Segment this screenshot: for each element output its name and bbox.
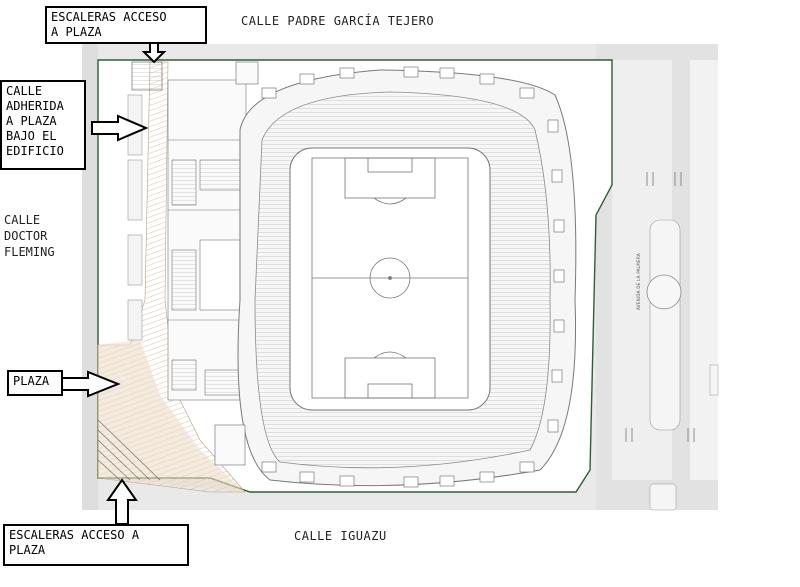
callout-top-stairs-line-2: A PLAZA [51,25,102,39]
corner-structures [214,61,259,466]
callout-bottom-stairs-line-1: ESCALERAS ACCESO A [9,528,140,542]
street-west-label: CALLE DOCTOR FLEMING [4,212,55,260]
roundabout [646,274,682,310]
street-west-line-2: DOCTOR [4,229,48,243]
kiosk [709,364,719,396]
callout-bottom-stairs-line-2: PLAZA [9,543,46,557]
callout-street-under-building: CALLE ADHERIDA A PLAZA BAJO EL EDIFICIO [0,80,86,170]
kiosk-2 [649,483,677,511]
sidewalk-east-2 [690,60,718,480]
callout-street-line-1: CALLE [6,84,43,98]
football-pitch [311,157,469,399]
street-north-label: CALLE PADRE GARCÍA TEJERO [241,14,435,28]
west-building [167,79,247,401]
callout-street-line-5: EDIFICIO [6,144,64,158]
callout-plaza-text: PLAZA [13,374,50,388]
street-west-line-3: FLEMING [4,245,55,259]
street-west-line-1: CALLE [4,213,41,227]
plaza-arrow [61,370,121,398]
callout-plaza: PLAZA [7,370,63,396]
top-stairs-block [131,61,163,91]
callout-street-line-4: BAJO EL [6,129,57,143]
street-arrow [91,114,149,142]
bottom-stairs-lines [97,419,161,481]
plaza-fill [98,340,245,492]
lane-arrows [625,172,695,442]
callout-arrows [61,41,167,525]
callout-top-stairs-line-1: ESCALERAS ACCESO [51,10,167,24]
avenue-label: AVENIDA DE LA PALMERA [636,253,641,310]
perimeter-blocks [261,66,565,488]
callout-street-line-2: ADHERIDA [6,99,64,113]
avenue-median [649,219,681,431]
callout-top-stairs: ESCALERAS ACCESO A PLAZA [45,6,207,44]
bottom-stairs-arrow [106,478,138,525]
street-south-label: CALLE IGUAZU [294,529,387,543]
callout-street-line-3: A PLAZA [6,114,57,128]
callout-bottom-stairs: ESCALERAS ACCESO A PLAZA [3,524,189,566]
